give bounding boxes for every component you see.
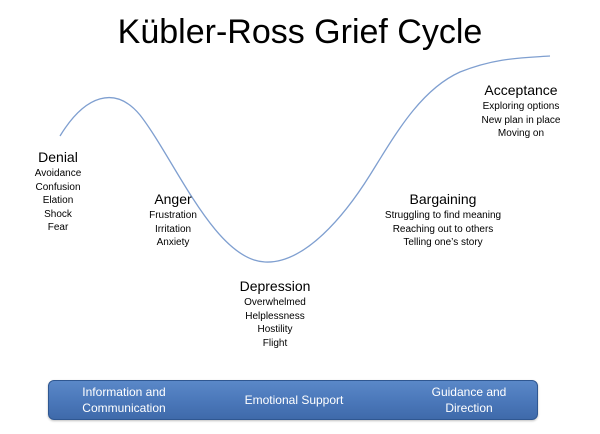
stage-items: Avoidance Confusion Elation Shock Fear xyxy=(18,167,98,235)
stage-items: Overwhelmed Helplessness Hostility Fligh… xyxy=(220,296,330,350)
stage-items: Exploring options New plan in place Movi… xyxy=(466,100,576,141)
stage-name: Bargaining xyxy=(409,191,477,207)
stage-item: Flight xyxy=(262,337,288,349)
stage-item: New plan in place xyxy=(481,114,561,126)
support-label-line: Information and xyxy=(82,385,166,399)
stage-item: Hostility xyxy=(257,324,293,335)
stage-depression: Depression Overwhelmed Helplessness Host… xyxy=(220,277,330,350)
stage-name: Acceptance xyxy=(484,82,558,98)
stage-name: Denial xyxy=(38,149,78,165)
stage-items: Struggling to find meaning Reaching out … xyxy=(373,209,513,250)
stage-acceptance: Acceptance Exploring options New plan in… xyxy=(466,81,576,141)
support-label-line: Direction xyxy=(445,401,493,415)
support-information-communication: Information and Communication xyxy=(59,381,189,419)
stage-item: Reaching out to others xyxy=(392,223,494,235)
stage-item: Fear xyxy=(47,222,69,233)
stage-item: Confusion xyxy=(35,181,81,193)
stage-item: Helplessness xyxy=(245,310,305,322)
support-band: Information and Communication Emotional … xyxy=(48,380,538,420)
grief-curve-line xyxy=(59,55,551,263)
stage-items: Frustration Irritation Anxiety xyxy=(133,209,213,250)
stage-item: Telling one’s story xyxy=(403,237,483,248)
stage-item: Anxiety xyxy=(156,237,190,248)
support-label-line: Emotional Support xyxy=(244,393,344,407)
stage-anger: Anger Frustration Irritation Anxiety xyxy=(133,190,213,250)
support-guidance-direction: Guidance and Direction xyxy=(409,381,529,419)
stage-denial: Denial Avoidance Confusion Elation Shock… xyxy=(18,148,98,235)
support-emotional: Emotional Support xyxy=(224,381,364,419)
stage-item: Moving on xyxy=(497,128,545,139)
stage-item: Elation xyxy=(42,195,74,206)
stage-item: Struggling to find meaning xyxy=(384,210,502,221)
stage-item: Shock xyxy=(44,208,72,220)
stage-item: Irritation xyxy=(154,223,192,235)
stage-name: Depression xyxy=(239,278,311,294)
diagram-title: Kübler-Ross Grief Cycle xyxy=(117,13,483,51)
stage-item: Avoidance xyxy=(34,168,82,179)
stage-bargaining: Bargaining Struggling to find meaning Re… xyxy=(373,190,513,250)
stage-item: Overwhelmed xyxy=(244,297,306,308)
support-label-line: Guidance and xyxy=(431,385,507,399)
support-label-line: Communication xyxy=(82,401,166,415)
stage-name: Anger xyxy=(154,191,192,207)
stage-item: Frustration xyxy=(149,210,197,221)
stage-item: Exploring options xyxy=(482,101,560,112)
